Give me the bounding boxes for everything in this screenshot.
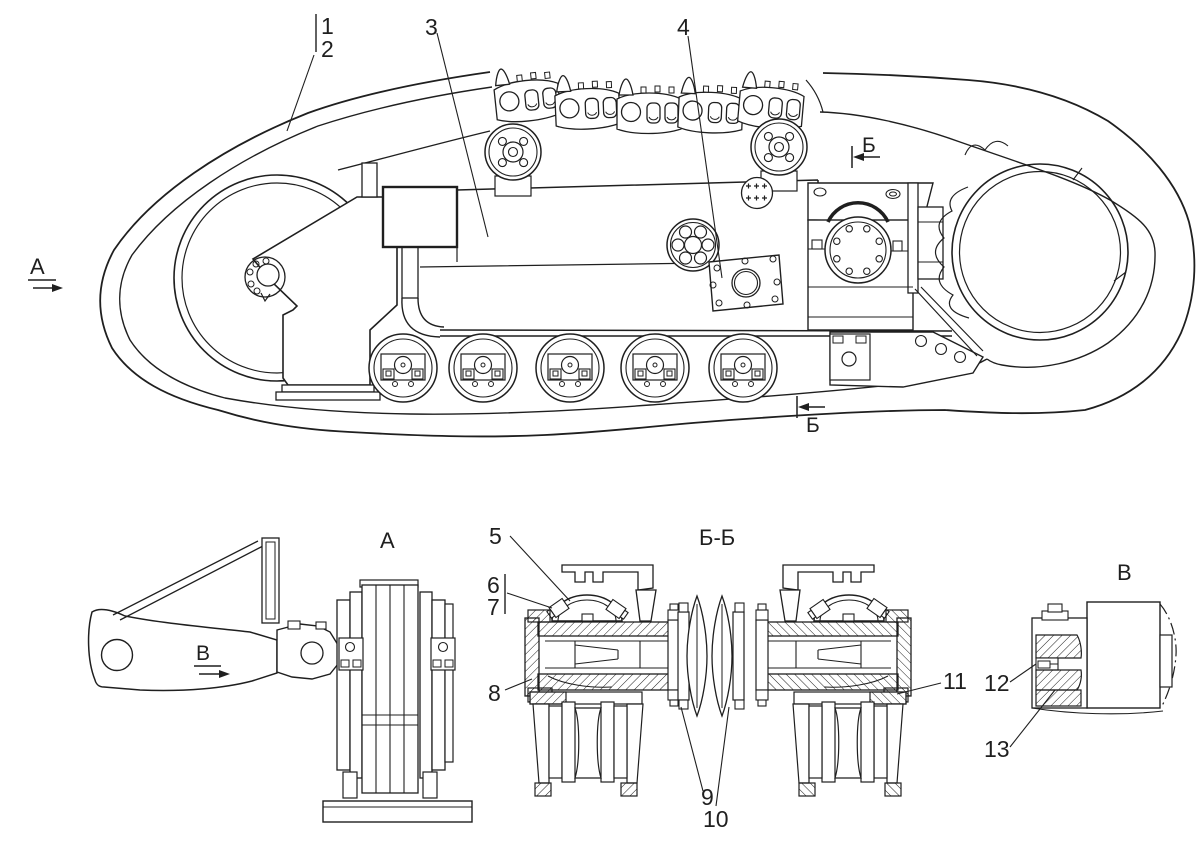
bearing-detail (1031, 601, 1177, 715)
view-v: В 12 13 (984, 560, 1177, 762)
callout-8: 8 (488, 678, 533, 706)
idler-wheel-end-view (322, 579, 473, 823)
callout-9-label: 9 (701, 784, 714, 810)
section-marker-b-bottom: Б (796, 396, 825, 437)
callout-6-7: 6 7 (487, 572, 553, 620)
drive-sprocket-opening (934, 140, 1129, 341)
carrier-roller-rear (740, 118, 808, 210)
section-bb: Б-Б 5 6 7 (487, 523, 967, 832)
view-a-label: А (380, 528, 395, 553)
section-marker-b-top: Б (851, 134, 880, 168)
callout-11: 11 (896, 668, 967, 695)
callout-3-label: 3 (425, 14, 438, 40)
callout-3: 3 (425, 14, 489, 238)
callout-7-label: 7 (487, 594, 500, 620)
callout-10-label: 10 (703, 806, 729, 832)
final-drive-housing (807, 182, 944, 331)
callout-6-label: 6 (487, 572, 500, 598)
callout-2-label: 2 (321, 36, 334, 62)
idler-mount-bracket (244, 196, 398, 401)
callout-1-2: 1 2 (286, 13, 334, 132)
view-arrow-a: А (28, 254, 63, 292)
callout-12-label: 12 (984, 670, 1010, 696)
guide-wheel (666, 218, 720, 272)
section-marker-b-top-label: Б (862, 134, 876, 157)
view-v-label: В (1117, 560, 1132, 585)
view-arrow-v: В (194, 642, 230, 678)
roller-axle-left-half (524, 564, 681, 797)
callout-5: 5 (489, 523, 571, 602)
callout-13: 13 (984, 689, 1056, 762)
main-view-undercarriage: 1 2 3 4 А Б Б (28, 13, 1196, 438)
gearbox-housing-block (361, 162, 459, 249)
track-links-upper-run (491, 62, 824, 135)
swing-arm (87, 537, 280, 692)
idler-clevis (276, 620, 339, 680)
callout-13-label: 13 (984, 736, 1010, 762)
section-marker-b-bottom-label: Б (806, 414, 820, 437)
grease-fitting-disc (740, 176, 774, 210)
carrier-roller-front (484, 123, 542, 197)
flange-plate (708, 254, 784, 312)
callout-12: 12 (984, 663, 1037, 696)
track-guard-skid (829, 286, 985, 388)
roller-axle-right-half (755, 564, 912, 797)
callout-11-label: 11 (943, 668, 967, 694)
callout-4: 4 (677, 14, 723, 279)
callout-8-label: 8 (488, 680, 501, 706)
track-band (99, 71, 1196, 438)
view-a: А (87, 528, 473, 823)
callout-9-10: 9 10 (680, 706, 730, 832)
callout-5-label: 5 (489, 523, 502, 549)
callout-4-label: 4 (677, 14, 690, 40)
callout-1-label: 1 (321, 13, 334, 39)
center-guide-discs (677, 594, 745, 718)
road-wheels (368, 333, 778, 403)
view-arrow-a-label: А (30, 254, 45, 279)
view-arrow-v-label: В (196, 642, 210, 665)
section-bb-label: Б-Б (699, 525, 735, 550)
